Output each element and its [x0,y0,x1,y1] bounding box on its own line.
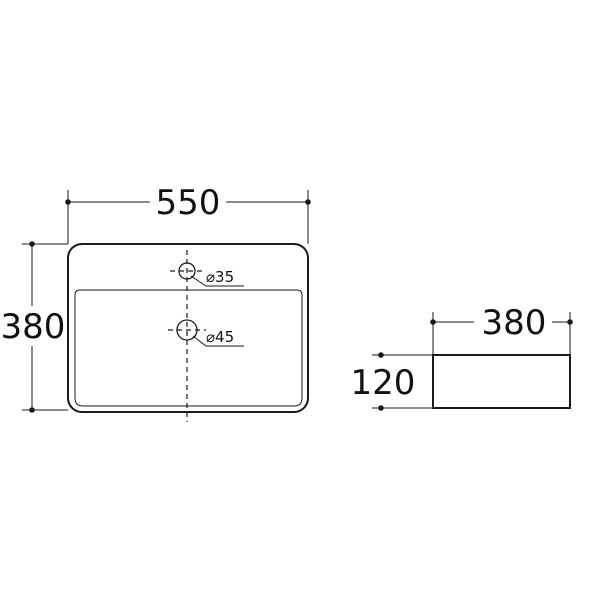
hole-large-label: ⌀45 [206,328,234,346]
top-view: ⌀35 ⌀45 550 380 [1,183,311,422]
basin-inner-bowl [74,289,303,407]
hole-small-label: ⌀35 [206,268,234,286]
height-dimension: 380 [1,241,68,413]
side-height-dimension: 120 [351,352,433,411]
hole-large-leader [192,335,244,347]
height-label: 380 [1,307,66,347]
side-view: 380 120 [351,303,573,411]
tap-hole-small [178,262,196,280]
side-width-label: 380 [482,303,547,343]
width-label: 550 [156,183,221,223]
basin-side-outline [432,354,571,409]
side-height-label: 120 [351,363,416,403]
side-width-dimension: 380 [430,303,573,355]
drain-hole-large [176,319,198,341]
width-dimension: 550 [65,183,311,244]
basin-outer-outline [67,243,309,413]
hole-small-leader [190,275,244,287]
